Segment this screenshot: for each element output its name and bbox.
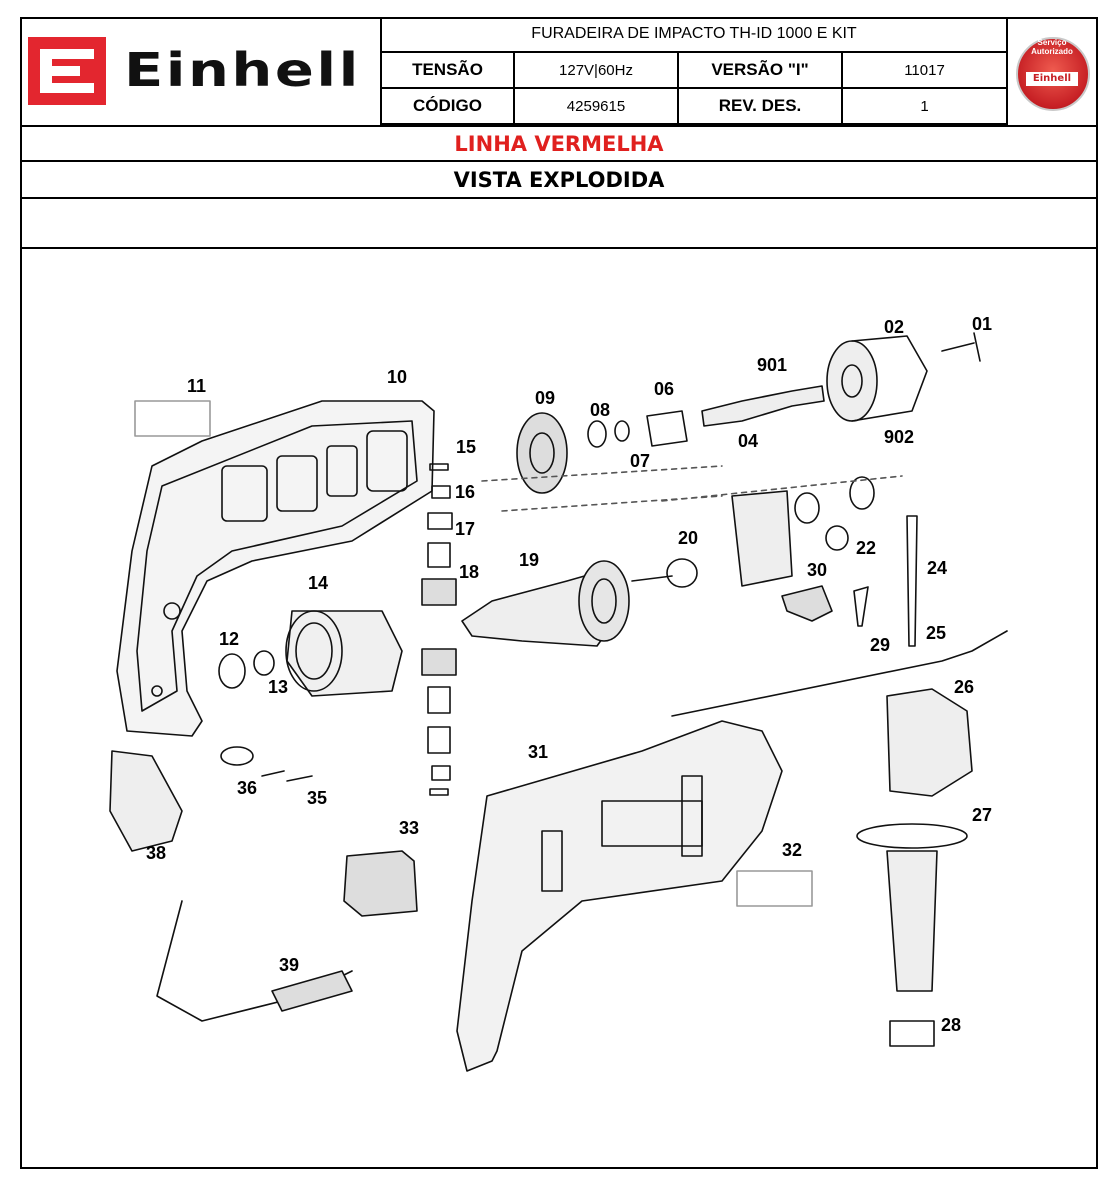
- part-901-spindle: [701, 385, 825, 427]
- exploded-view-diagram: 01 02 901 06 08 09 04 07 10 11 15 16 17 …: [22, 251, 1096, 1167]
- revision-label: REV. DES.: [679, 89, 843, 125]
- assembly-guide-lines: [481, 465, 903, 512]
- blank-row: [20, 199, 1098, 249]
- part-label: 12: [219, 629, 240, 649]
- code-label: CÓDIGO: [382, 89, 515, 125]
- part-30-switch-plate: [781, 585, 833, 622]
- part-32-label-plate: [736, 870, 813, 907]
- part-label: 30: [807, 560, 828, 580]
- revision-value: 1: [843, 89, 1006, 125]
- part-39-plug: [271, 970, 353, 1012]
- part-29-clip: [853, 586, 869, 627]
- part-09-gear: [516, 412, 568, 494]
- product-line-heading: LINHA VERMELHA: [20, 125, 1098, 162]
- part-36-cord-clamp: [220, 746, 254, 766]
- part-12-bearing: [218, 653, 246, 689]
- part-label: 902: [884, 427, 915, 447]
- voltage-label: TENSÃO: [382, 53, 515, 89]
- part-31-housing-half: [456, 720, 783, 1072]
- part-label: 06: [654, 379, 675, 399]
- part-label: 07: [630, 451, 651, 471]
- part-14-stator: [285, 610, 403, 697]
- part-01-chuck-key: [941, 332, 981, 362]
- part-10-housing-half: [116, 400, 435, 737]
- part-19-armature: [461, 560, 673, 647]
- part-902-gearbox: [731, 476, 875, 587]
- logo-cell: Einhell: [20, 17, 382, 125]
- part-label: 38: [146, 843, 167, 863]
- part-label: 27: [972, 805, 993, 825]
- part-02-chuck: [826, 335, 928, 422]
- part-label: 10: [387, 367, 408, 387]
- part-24-bolt: [906, 515, 918, 647]
- part-label: 02: [884, 317, 905, 337]
- part-11-label-plate: [134, 400, 211, 437]
- part-20-bearing: [666, 558, 698, 588]
- part-label: 901: [757, 355, 788, 375]
- lower-brush-group: [421, 648, 457, 796]
- brand-wordmark: Einhell: [124, 43, 361, 97]
- seal-text: Serviço Autorizado: [1031, 38, 1073, 56]
- part-25-depth-rod: [671, 630, 1008, 717]
- part-label: 25: [926, 623, 947, 643]
- code-value: 4259615: [515, 89, 679, 125]
- part-18-brush-holder: [421, 578, 457, 606]
- version-label: VERSÃO "I": [679, 53, 843, 89]
- part-label: 17: [455, 519, 476, 539]
- part-label: 04: [738, 431, 759, 451]
- part-label: 11: [187, 376, 207, 396]
- sheet-frame: [20, 17, 1098, 1169]
- part-16-brush: [427, 485, 453, 530]
- part-label: 08: [590, 400, 611, 420]
- brand-logo-icon: [28, 37, 106, 105]
- part-label: 15: [456, 437, 477, 457]
- part-label: 31: [528, 742, 549, 762]
- part-label: 26: [954, 677, 975, 697]
- part-label: 33: [399, 818, 420, 838]
- part-label: 35: [307, 788, 328, 808]
- part-label: 09: [535, 388, 556, 408]
- part-label: 28: [941, 1015, 962, 1035]
- part-08-spring: [587, 420, 607, 448]
- part-33-switch: [343, 850, 418, 917]
- part-07-ring: [614, 420, 630, 442]
- part-15-spring: [429, 463, 449, 471]
- part-35-screws: [261, 770, 313, 782]
- part-38-cord-guard: [109, 750, 183, 852]
- part-13-washer: [253, 650, 275, 676]
- part-label: 20: [678, 528, 699, 548]
- part-label: 36: [237, 778, 258, 798]
- part-label: 39: [279, 955, 300, 975]
- view-heading: VISTA EXPLODIDA: [20, 162, 1098, 199]
- part-label: 01: [972, 314, 993, 334]
- part-label: 29: [870, 635, 891, 655]
- part-label: 32: [782, 840, 803, 860]
- seal-brand: Einhell: [1026, 72, 1078, 86]
- part-label: 14: [308, 573, 329, 593]
- exploded-view-drawing: [109, 332, 1008, 1072]
- part-label: 22: [856, 538, 877, 558]
- part-26-collar: [886, 688, 973, 797]
- part-17-brush-holder: [427, 542, 451, 568]
- version-value: 11017: [843, 53, 1006, 89]
- part-22-washer: [825, 525, 849, 551]
- part-label: 19: [519, 550, 540, 570]
- part-label: 13: [268, 677, 289, 697]
- part-06-sleeve: [646, 410, 688, 447]
- header-grid: TENSÃO 127V|60Hz VERSÃO "I" 11017 CÓDIGO…: [382, 53, 1006, 125]
- part-39-power-cord: [156, 900, 353, 1022]
- part-label: 18: [459, 562, 480, 582]
- part-27-handle: [856, 823, 968, 992]
- part-label: 16: [455, 482, 476, 502]
- seal-cell: [1006, 17, 1098, 125]
- product-title: FURADEIRA DE IMPACTO TH-ID 1000 E KIT: [382, 17, 1006, 53]
- part-label: 24: [927, 558, 948, 578]
- voltage-value: 127V|60Hz: [515, 53, 679, 89]
- part-28-sleeve: [889, 1020, 935, 1047]
